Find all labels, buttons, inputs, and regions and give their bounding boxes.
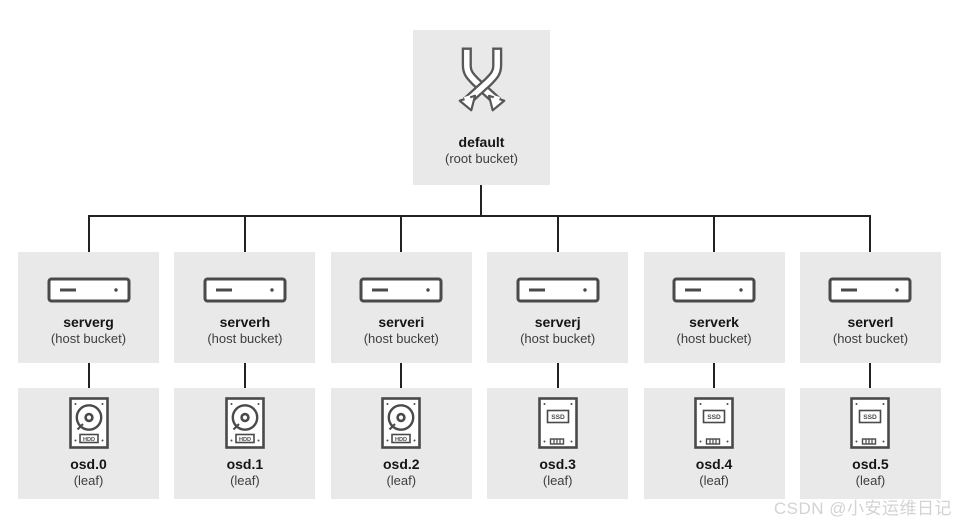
hdd-icon-label: HDD (395, 437, 407, 443)
server-icon (516, 277, 600, 303)
ssd-icon-label: SSD (707, 414, 721, 421)
host-name: serverj (534, 314, 581, 330)
branch-drop-line (400, 216, 402, 252)
host-type: (host bucket) (832, 331, 909, 346)
ssd-icon: SSD (850, 397, 891, 449)
host-name: serverl (847, 314, 894, 330)
host-leaf-link-line (869, 363, 871, 388)
branch-drop-line (869, 216, 871, 252)
csdn-watermark: CSDN @小安运维日记 (773, 499, 952, 518)
hdd-icon: HDD (225, 397, 265, 449)
osd-type: (leaf) (699, 473, 729, 488)
host-leaf-link-line (557, 363, 559, 388)
osd-name: osd.3 (539, 456, 576, 472)
ssd-icon-label: SSD (864, 414, 878, 421)
root-bucket-node: default (root bucket) (413, 30, 550, 185)
host-bucket-serverk: serverk (host bucket) (643, 252, 785, 363)
host-type: (host bucket) (676, 331, 752, 346)
branch-drop-line (244, 216, 246, 252)
hdd-icon-label: HDD (82, 437, 94, 443)
hdd-icon-label: HDD (239, 437, 251, 443)
host-leaf-link-line (244, 363, 246, 388)
root-bucket-type: (root bucket) (445, 151, 518, 166)
shuffle-crossing-arrows-icon (458, 47, 505, 112)
host-type: (host bucket) (207, 331, 283, 346)
host-bucket-serverg: serverg (host bucket) (18, 252, 159, 363)
ssd-icon: SSD (694, 397, 734, 449)
branch-horizontal-line (88, 215, 871, 217)
branch-drop-line (557, 216, 559, 252)
osd-name: osd.0 (70, 456, 107, 472)
hdd-icon: HDD (68, 397, 109, 449)
branch-drop-line (713, 216, 715, 252)
server-icon (672, 277, 756, 303)
host-leaf-link-line (400, 363, 402, 388)
host-type: (host bucket) (520, 331, 596, 346)
server-icon (828, 277, 912, 303)
osd-leaf-osd4: SSD osd.4 (leaf) (643, 388, 785, 499)
host-bucket-serveri: serveri (host bucket) (330, 252, 472, 363)
host-leaf-link-line (88, 363, 90, 388)
osd-name: osd.1 (226, 456, 264, 472)
osd-leaf-osd5: SSD osd.5 (leaf) (799, 388, 941, 499)
host-bucket-row: serverg (host bucket) serverh (host buck… (18, 252, 941, 363)
host-name: serverk (689, 314, 739, 330)
host-bucket-serverh: serverh (host bucket) (174, 252, 316, 363)
host-type: (host bucket) (363, 331, 439, 346)
root-stem-line (480, 185, 482, 216)
host-bucket-serverl: serverl (host bucket) (799, 252, 941, 363)
osd-type: (leaf) (73, 473, 104, 488)
host-name: serveri (378, 314, 425, 330)
server-icon (203, 277, 287, 303)
hdd-icon: HDD (381, 397, 422, 449)
host-leaf-link-line (713, 363, 715, 388)
osd-type: (leaf) (386, 473, 417, 488)
osd-leaf-osd3: SSD osd.3 (leaf) (487, 388, 629, 499)
osd-type: (leaf) (230, 473, 260, 488)
osd-type: (leaf) (855, 473, 886, 488)
osd-name: osd.5 (852, 456, 889, 472)
branch-drop-line (88, 216, 90, 252)
osd-leaf-osd1: HDD osd.1 (leaf) (174, 388, 316, 499)
osd-type: (leaf) (542, 473, 573, 488)
server-icon (47, 277, 130, 303)
osd-name: osd.4 (695, 456, 733, 472)
host-name: serverg (63, 314, 114, 330)
osd-name: osd.2 (382, 456, 420, 472)
server-icon (359, 277, 443, 303)
host-name: serverh (219, 314, 271, 330)
osd-leaf-osd0: HDD osd.0 (leaf) (18, 388, 159, 499)
root-bucket-name: default (458, 134, 505, 150)
ssd-icon-label: SSD (551, 414, 565, 421)
osd-leaf-osd2: HDD osd.2 (leaf) (330, 388, 472, 499)
host-type: (host bucket) (50, 331, 127, 346)
ssd-icon: SSD (537, 397, 578, 449)
osd-leaf-row: HDD osd.0 (leaf) HDD osd.1 (leaf) HDD os… (18, 388, 941, 499)
host-bucket-serverj: serverj (host bucket) (487, 252, 629, 363)
